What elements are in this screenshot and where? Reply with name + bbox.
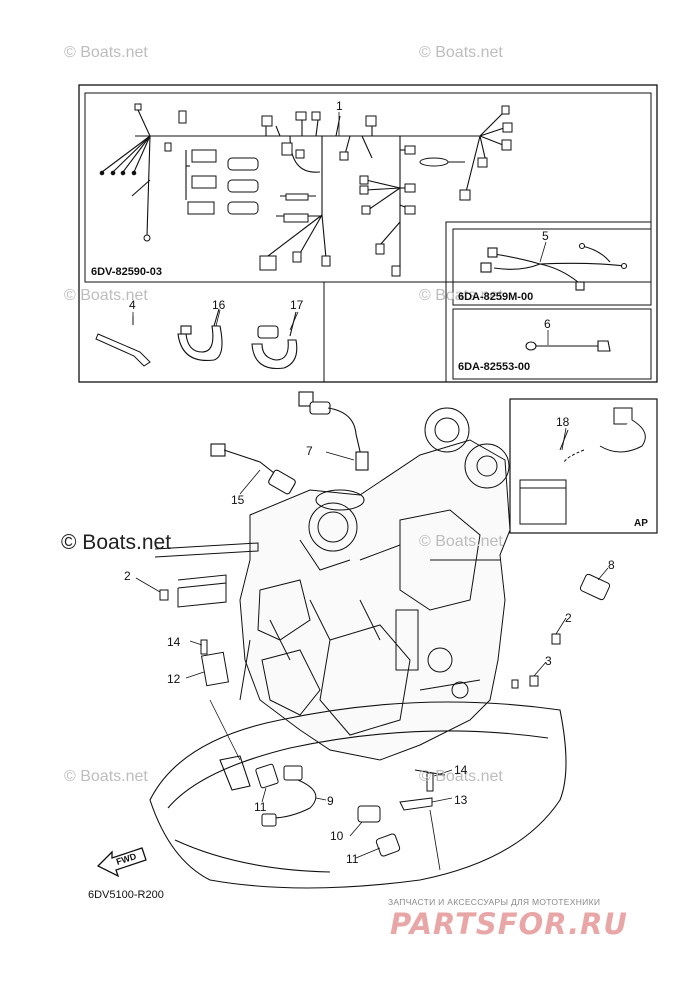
brand-logo: PARTSFOR.RU <box>390 907 628 941</box>
callout-14-upper: 14 <box>167 635 181 649</box>
cable-tie-4 <box>95 316 151 367</box>
code-main-harness: 6DV-82590-03 <box>91 266 162 278</box>
harness-box-frame <box>84 92 652 283</box>
callout-11-left: 11 <box>254 800 267 814</box>
watermark-bottom-left: © Boats.net <box>64 768 148 785</box>
watermark-top-left: © Boats.net <box>64 44 148 61</box>
callout-9: 9 <box>327 794 334 808</box>
callout-3: 3 <box>545 654 552 668</box>
watermark-top-right: © Boats.net <box>419 44 503 61</box>
callout-14-lower: 14 <box>454 763 468 777</box>
main-wire-harness <box>101 109 505 270</box>
harness-connectors <box>99 103 513 277</box>
fwd-arrow <box>96 847 147 878</box>
callout-1: 1 <box>336 99 343 113</box>
sensor-8 <box>579 573 611 601</box>
left-cable-guides <box>154 542 259 608</box>
bolts <box>159 589 561 689</box>
lead-6-box <box>452 308 652 380</box>
parts-panel-frame <box>78 84 658 383</box>
watermark-mid-left: © Boats.net <box>64 287 148 304</box>
callout-16: 16 <box>212 298 226 312</box>
ap-parts <box>519 407 646 525</box>
callout-7: 7 <box>306 444 313 458</box>
callout-18: 18 <box>556 415 570 429</box>
callout-13: 13 <box>454 793 468 807</box>
callout-12: 12 <box>167 672 181 686</box>
ap-label: AP <box>634 518 648 529</box>
callout-8: 8 <box>608 558 615 572</box>
callout-6: 6 <box>544 317 551 331</box>
code-sub-harness-5: 6DA-8259M-00 <box>458 291 534 303</box>
watermark-mid-right: © Boats.net <box>419 287 503 304</box>
cowling-parts <box>200 639 434 857</box>
harness-5-box <box>452 228 652 306</box>
brand-tagline: ЗАПЧАСТИ И АКСЕССУАРЫ ДЛЯ МОТОТЕХНИКИ <box>388 897 601 907</box>
clamp-16 <box>177 308 223 362</box>
callout-11-right: 11 <box>346 852 359 866</box>
sub-harness-5 <box>480 242 628 291</box>
watermark-large: © Boats.net <box>61 531 172 554</box>
clamp-17 <box>251 311 298 370</box>
watermark-bottom-right: © Boats.net <box>419 768 503 785</box>
figure-id: 6DV5100-R200 <box>88 889 164 901</box>
lead-7 <box>298 391 369 471</box>
callout-5: 5 <box>542 229 549 243</box>
watermark-center-right: © Boats.net <box>419 533 503 550</box>
callout-17: 17 <box>290 298 304 312</box>
lead-6 <box>525 340 611 352</box>
bottom-cowling <box>149 701 567 889</box>
code-lead-6: 6DA-82553-00 <box>458 361 531 373</box>
callout-4: 4 <box>129 298 136 312</box>
engine-block <box>239 407 511 761</box>
callout-15: 15 <box>231 493 245 507</box>
callout-10: 10 <box>330 829 344 843</box>
sub-box-divider <box>445 221 651 282</box>
callout-2-left: 2 <box>124 569 131 583</box>
leader-lines <box>132 112 609 871</box>
ap-inset-frame <box>509 398 658 534</box>
lead-15 <box>210 443 296 495</box>
callout-2-right: 2 <box>565 611 572 625</box>
